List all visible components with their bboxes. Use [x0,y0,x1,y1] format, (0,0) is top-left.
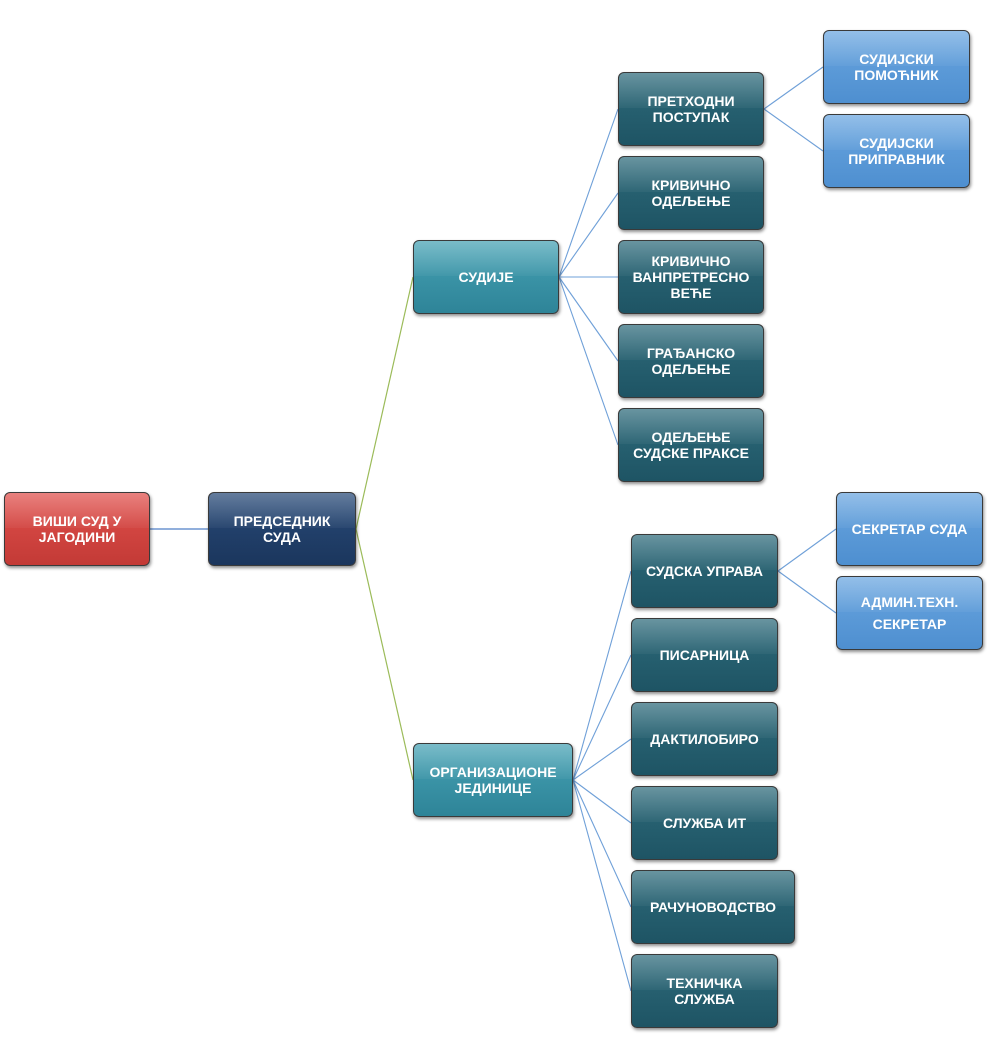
node-root-court: ВИШИ СУД У ЈАГОДИНИ [4,492,150,566]
node-label: КРИВИЧНО ВАНПРЕТРЕСНО ВЕЋЕ [632,253,750,301]
node-label: СУДИЈЕ [458,269,514,285]
node-label: РАЧУНОВОДСТВО [649,899,777,915]
node-court-administration: СУДСКА УПРАВА [631,534,778,608]
node-label: ГРАЂАНСКО ОДЕЉЕЊЕ [646,345,736,377]
node-it-service: СЛУЖБА ИТ [631,786,778,860]
connector-president-judges [355,276,414,530]
node-label: СУДИЈСКИ ПРИПРАВНИК [848,135,945,167]
node-label: ОДЕЉЕЊЕ СУДСКЕ ПРАКСЕ [633,429,749,461]
node-court-secretary: СЕКРЕТАР СУДА [836,492,983,566]
connector-judges-unit [558,276,619,446]
connector-pretrial-child [763,66,824,110]
connector-org-unit [572,570,632,781]
node-judges: СУДИЈЕ [413,240,559,314]
connector-pretrial-child [763,108,824,152]
connector-org-unit [572,654,632,781]
node-registry: ПИСАРНИЦА [631,618,778,692]
node-court-president: ПРЕДСЕДНИК СУДА [208,492,356,566]
node-typing-office: ДАКТИЛОБИРО [631,702,778,776]
node-criminal-department: КРИВИЧНО ОДЕЉЕЊЕ [618,156,764,230]
node-label: АДМИН.ТЕХН. СЕКРЕТАР [860,594,959,632]
node-label: СУДСКА УПРАВА [645,563,764,579]
node-label: ПРЕТХОДНИ ПОСТУПАК [647,93,735,125]
node-judicial-trainee: СУДИЈСКИ ПРИПРАВНИК [823,114,970,188]
node-organizational-units: ОРГАНИЗАЦИОНЕ ЈЕДИНИЦЕ [413,743,573,817]
connector-judges-unit [558,192,619,278]
node-accounting: РАЧУНОВОДСТВО [631,870,795,944]
node-label: ВИШИ СУД У ЈАГОДИНИ [32,513,122,545]
node-label: ПИСАРНИЦА [659,647,750,663]
node-label: ДАКТИЛОБИРО [650,731,759,747]
connector-admin-child [777,528,837,572]
node-civil-department: ГРАЂАНСКО ОДЕЉЕЊЕ [618,324,764,398]
node-pretrial-procedure: ПРЕТХОДНИ ПОСТУПАК [618,72,764,146]
node-label: СЛУЖБА ИТ [662,815,747,831]
node-court-practice-department: ОДЕЉЕЊЕ СУДСКЕ ПРАКСЕ [618,408,764,482]
node-label: СЕКРЕТАР СУДА [851,521,968,537]
node-label: ТЕХНИЧКА СЛУЖБА [666,975,743,1007]
node-judicial-assistant: СУДИЈСКИ ПОМОЋНИК [823,30,970,104]
node-admin-tech-secretary: АДМИН.ТЕХН. СЕКРЕТАР [836,576,983,650]
connector-judges-unit [558,108,619,278]
connector-judges-unit [558,276,619,362]
node-criminal-extra-trial-council: КРИВИЧНО ВАНПРЕТРЕСНО ВЕЋЕ [618,240,764,314]
node-label: КРИВИЧНО ОДЕЉЕЊЕ [651,177,731,209]
node-label: ОРГАНИЗАЦИОНЕ ЈЕДИНИЦЕ [429,764,557,796]
node-label: СУДИЈСКИ ПОМОЋНИК [854,51,939,83]
connector-admin-child [777,570,837,614]
connector-president-org [355,528,414,781]
connector-org-unit [572,779,632,908]
connector-org-unit [572,779,632,824]
node-technical-service: ТЕХНИЧКА СЛУЖБА [631,954,778,1028]
connector-org-unit [572,738,632,781]
connector-org-unit [572,779,632,992]
node-label: ПРЕДСЕДНИК СУДА [233,513,331,545]
